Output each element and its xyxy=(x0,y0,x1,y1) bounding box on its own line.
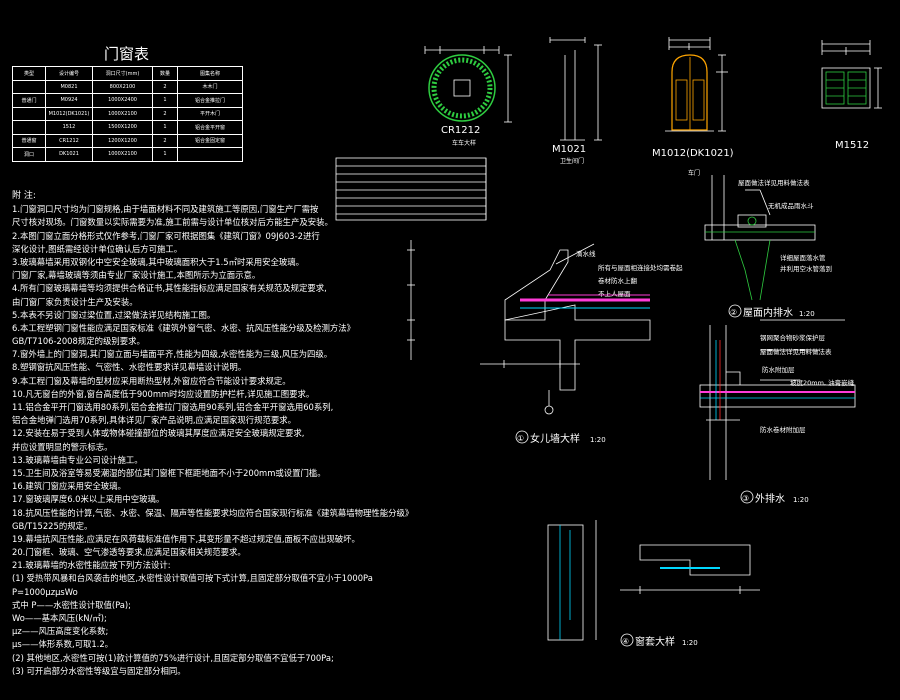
note-line: 18.抗风压性能的计算,气密、水密、保温、隔声等性能要求均应符合国家现行标准《建… xyxy=(12,507,414,518)
note-line: 3.玻璃幕墙采用双钢化中空安全玻璃,其中玻璃面积大于1.5㎡时采用安全玻璃。 xyxy=(12,256,304,267)
note-line: 20.门窗框、玻璃、空气渗透等要求,应满足国家相关规范要求。 xyxy=(12,547,246,558)
callout-ext-2: 屋面做法详见用料做法表 xyxy=(760,347,832,356)
note-line: 深化设计,图纸需经设计单位确认后方可施工。 xyxy=(12,243,183,254)
note-line: 5.本表不另设门窗过梁位置,过梁做法详见结构施工图。 xyxy=(12,309,216,320)
note-line: 10.凡无窗台的外窗,窗台高度低于900mm时均应设置防护栏杆,详见施工图要求。 xyxy=(12,388,315,399)
note-line: 由门窗厂家负责设计生产及安装。 xyxy=(12,296,138,307)
note-line: 16.建筑门窗应采用安全玻璃。 xyxy=(12,481,126,492)
roof-drain-marker xyxy=(728,304,742,318)
table-cell xyxy=(177,147,243,162)
note-line: 13.玻璃幕墙由专业公司设计施工。 xyxy=(12,454,143,465)
m1021-door xyxy=(549,37,602,141)
cr1212-label: CR1212 xyxy=(441,125,480,136)
notes-heading: 附 注: xyxy=(12,191,36,201)
roof-drain-detail xyxy=(704,175,816,301)
note-line: 门窗厂家,幕墙玻璃等须由专业厂家设计施工,本图所示为立面示意。 xyxy=(12,270,261,281)
table-title: 门窗表 xyxy=(104,45,150,63)
callout-ext-3: 防水附加层 xyxy=(762,365,795,374)
note-line: 11.铝合金平开门窗选用80系列,铝合金推拉门窗选用90系列,铝合金平开窗选用6… xyxy=(12,402,334,412)
external-drain-detail xyxy=(699,319,856,480)
parapet-marker xyxy=(515,430,529,444)
note-line: 6.本工程塑钢门窗性能应满足国家标准《建筑外窗气密、水密、抗风压性能分级及检测方… xyxy=(12,322,355,333)
callout-ext-5: 防水卷材附加层 xyxy=(760,425,806,434)
sill-scale: 1:20 xyxy=(682,639,698,647)
ext-drain-num: ③ xyxy=(742,494,749,503)
m1512-label: M1512 xyxy=(835,140,869,151)
note-line: (2) 其他地区,水密性可按(1)款计算值的75%进行设计,且固定部分取值不宜低… xyxy=(12,652,334,663)
note-line: (1) 受热带风暴和台风袭击的地区,水密性设计取值可按下式计算,且固定部分取值不… xyxy=(12,573,373,584)
note-line: 19.幕墙抗风压性能,应满足在风荷载标准值作用下,其变形量不超过规定值,面板不应… xyxy=(12,533,360,544)
note-line: μs——体形系数,可取1.2。 xyxy=(12,639,114,650)
cr1212-window xyxy=(424,46,512,123)
note-line: 铝合金地弹门选用70系列,具体详见厂家产品说明,应满足国家现行规范要求。 xyxy=(12,415,296,426)
note-line: GB/T15225的规定。 xyxy=(12,520,93,531)
note-line: 9.本工程门窗及幕墙的型材应采用断热型材,外窗应符合节能设计要求规定。 xyxy=(12,375,291,386)
note-line: (3) 可开启部分水密性等级宜与固定部分相同。 xyxy=(12,665,186,676)
callout-ext-1: 钢网聚合物砂浆保护层 xyxy=(760,333,826,342)
callout-parapet-3: 卷材防水上翻 xyxy=(598,276,638,285)
note-line: 8.塑钢窗抗风压性能、气密性、水密性要求详见幕墙设计说明。 xyxy=(12,362,247,373)
note-line: P=1000μzμsWo xyxy=(12,586,78,597)
ext-drain-marker xyxy=(740,490,754,504)
sill-title: 窗套大样 xyxy=(635,635,675,648)
callout-roof-1: 屋面做法详见用料做法表 xyxy=(738,178,810,187)
roof-drain-title: 屋面内排水 xyxy=(743,306,793,319)
callout-parapet-4: 不上人屋面 xyxy=(598,289,631,298)
note-line: 17.窗玻璃厚度6.0米以上采用中空玻璃。 xyxy=(12,494,165,505)
note-line: 7.窗外墙上的门窗洞,其门窗立面与墙面平齐,性能为四级,水密性能为三级,风压为四… xyxy=(12,349,333,360)
parapet-num: ① xyxy=(517,434,524,443)
note-line: 1.门窗洞口尺寸均为门窗规格,由于墙面材料不同及建筑施工等原因,门窗生产厂需按 xyxy=(12,204,319,215)
spec-table xyxy=(335,157,487,221)
parapet-detail xyxy=(407,240,651,415)
sill-marker xyxy=(620,633,634,647)
note-line: 15.卫生间及浴室等易受潮湿的部位其门窗框下框距地面不小于200mm或设置门槛。 xyxy=(12,467,326,478)
callout-roof-2: 无机成品雨水斗 xyxy=(768,201,814,210)
table-cell: 1000X2100 xyxy=(92,147,153,162)
callout-parapet-1: 滴水线 xyxy=(576,249,596,258)
note-line: 12.安装在易于受到人体或物体碰撞部位的玻璃其厚度应满足安全玻璃规定要求, xyxy=(12,428,305,439)
note-line: Wo——基本风压(kN/㎡); xyxy=(12,613,107,623)
note-line: 4.所有门窗玻璃幕墙等均须提供合格证书,其性能指标应满足国家有关规范及规定要求, xyxy=(12,283,327,294)
parapet-title: 女儿墙大样 xyxy=(530,432,580,445)
note-line: 并应设置明显的警示标志。 xyxy=(12,441,113,452)
ext-drain-title: 外排水 xyxy=(755,492,785,505)
note-line: 21.玻璃幕墙的水密性能应按下列方法设计: xyxy=(12,560,171,571)
roof-drain-scale: 1:20 xyxy=(799,310,815,318)
callout-parapet-2: 所有与屋面相连接处均需卷起 xyxy=(598,263,683,272)
note-line: 尺寸核对现场。门窗数量以实际需要为准,施工前需与设计单位核对后方能生产及安装。 xyxy=(12,217,333,228)
window-sill-detail xyxy=(547,520,760,641)
note-line: 2.本图门窗立面分格形式仅作参考,门窗厂家可根据图集《建筑门窗》09J603-2… xyxy=(12,230,320,241)
table-cell: 1 xyxy=(152,147,178,162)
m1021-label: M1021 xyxy=(552,144,586,155)
note-line: μz——风压高度变化系数; xyxy=(12,626,109,637)
cr1212-sublabel: 车车大样 xyxy=(452,139,476,147)
ext-drain-scale: 1:20 xyxy=(793,496,809,504)
m1012-door xyxy=(665,37,728,132)
notes-block: 附 注: 1.门窗洞口尺寸均为门窗规格,由于墙面材料不同及建筑施工等原因,门窗生… xyxy=(12,190,414,678)
callout-ext-4: 坡度20mm, 油膏嵌缝 xyxy=(790,378,855,387)
note-line: GB/T7106-2008规定的级别要求。 xyxy=(12,336,145,347)
note-line: 式中 P——水密性设计取值(Pa); xyxy=(12,599,131,610)
m1012-label: M1012(DK1021) xyxy=(652,148,734,159)
sill-num: ④ xyxy=(622,637,629,646)
m1021-sublabel: 卫生间门 xyxy=(560,157,584,165)
m1012-sublabel: 车门 xyxy=(688,169,700,177)
roof-drain-num: ② xyxy=(730,308,737,317)
m1512-window xyxy=(821,40,882,109)
callout-roof-3: 详细屋面落水管 xyxy=(780,253,826,262)
parapet-scale: 1:20 xyxy=(590,436,606,444)
callout-roof-4: 并利用空水管落到 xyxy=(780,264,832,273)
